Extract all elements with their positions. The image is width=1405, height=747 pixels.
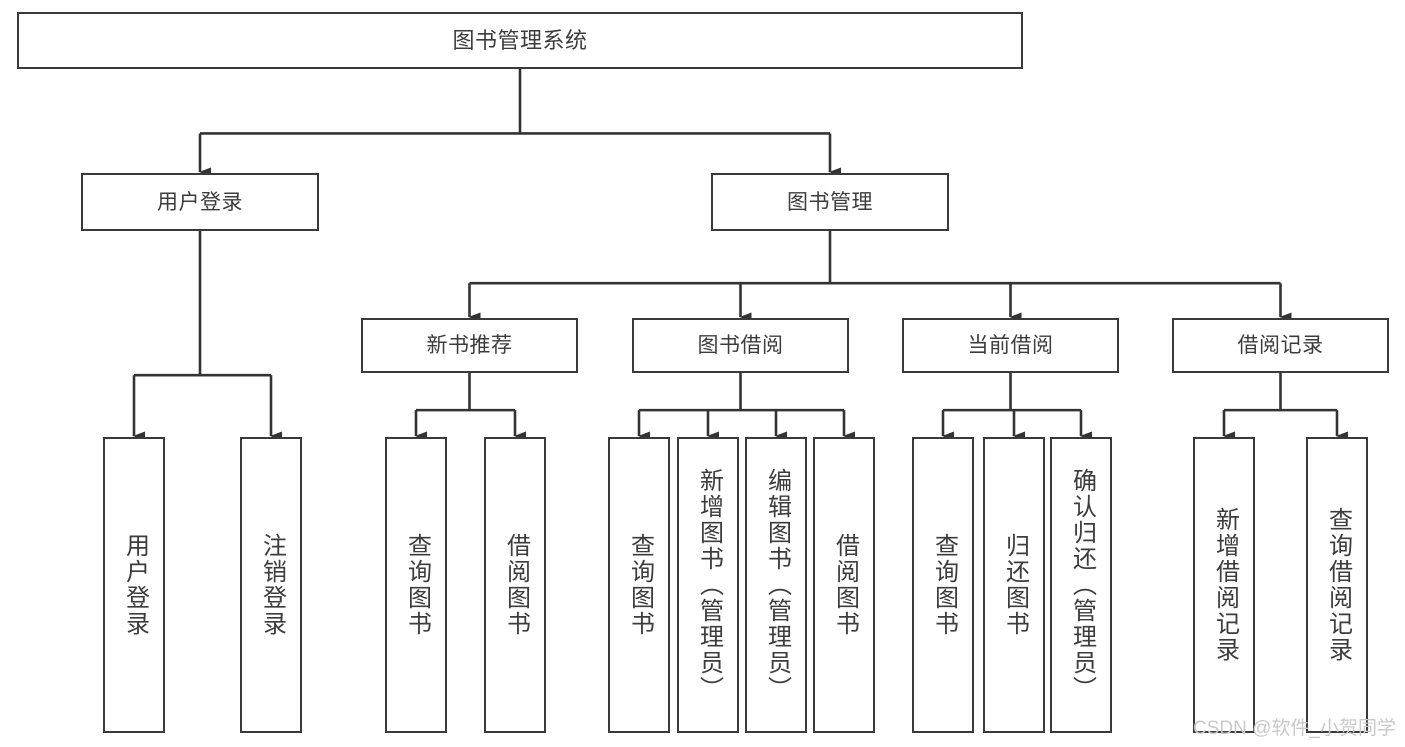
- node-leaf-user-logout[interactable]: 注销登录: [240, 437, 302, 733]
- node-label: 图书管理: [787, 190, 873, 214]
- node-leaf-bw-borrow[interactable]: 借阅图书: [813, 437, 875, 733]
- node-root[interactable]: 图书管理系统: [17, 12, 1023, 69]
- watermark-label: CSDN @软件_小贺同学: [1193, 718, 1396, 739]
- node-leaf-rc-add[interactable]: 新增借阅记录: [1193, 437, 1255, 733]
- node-label: 新书推荐: [426, 334, 513, 357]
- node-label: 确认归还（管理员）: [1068, 468, 1096, 702]
- node-newbook[interactable]: 新书推荐: [361, 318, 578, 373]
- node-label: 归还图书: [1001, 533, 1029, 637]
- node-leaf-bw-query[interactable]: 查询图书: [608, 437, 670, 733]
- node-leaf-nb-borrow[interactable]: 借阅图书: [484, 437, 546, 733]
- node-label: 借阅图书: [831, 533, 859, 637]
- node-records[interactable]: 借阅记录: [1172, 318, 1389, 373]
- node-label: 借阅图书: [502, 533, 530, 637]
- node-borrow[interactable]: 图书借阅: [632, 318, 849, 373]
- node-label: 查询借阅记录: [1324, 507, 1352, 663]
- node-bookmgmt[interactable]: 图书管理: [711, 173, 949, 231]
- node-leaf-cu-return[interactable]: 归还图书: [983, 437, 1045, 733]
- node-label: 用户登录: [121, 533, 149, 637]
- node-leaf-cu-confirm[interactable]: 确认归还（管理员）: [1050, 437, 1112, 733]
- node-label: 编辑图书（管理员）: [763, 468, 791, 702]
- node-label: 借阅记录: [1237, 334, 1324, 357]
- node-current[interactable]: 当前借阅: [902, 318, 1119, 373]
- node-leaf-nb-query[interactable]: 查询图书: [385, 437, 447, 733]
- node-leaf-bw-add[interactable]: 新增图书（管理员）: [677, 437, 739, 733]
- node-login[interactable]: 用户登录: [81, 173, 319, 231]
- node-label: 查询图书: [626, 533, 654, 637]
- node-leaf-user-login[interactable]: 用户登录: [103, 437, 165, 733]
- node-label: 新增图书（管理员）: [695, 468, 723, 702]
- node-label: 查询图书: [403, 533, 431, 637]
- node-label: 用户登录: [157, 190, 243, 214]
- node-label: 当前借阅: [967, 334, 1054, 357]
- node-label: 查询图书: [930, 533, 958, 637]
- node-label: 注销登录: [258, 533, 286, 637]
- node-leaf-cu-query[interactable]: 查询图书: [912, 437, 974, 733]
- node-label: 图书借阅: [697, 334, 784, 357]
- node-label: 图书管理系统: [452, 27, 588, 53]
- node-leaf-rc-query[interactable]: 查询借阅记录: [1306, 437, 1368, 733]
- node-leaf-bw-edit[interactable]: 编辑图书（管理员）: [745, 437, 807, 733]
- node-label: 新增借阅记录: [1211, 507, 1239, 663]
